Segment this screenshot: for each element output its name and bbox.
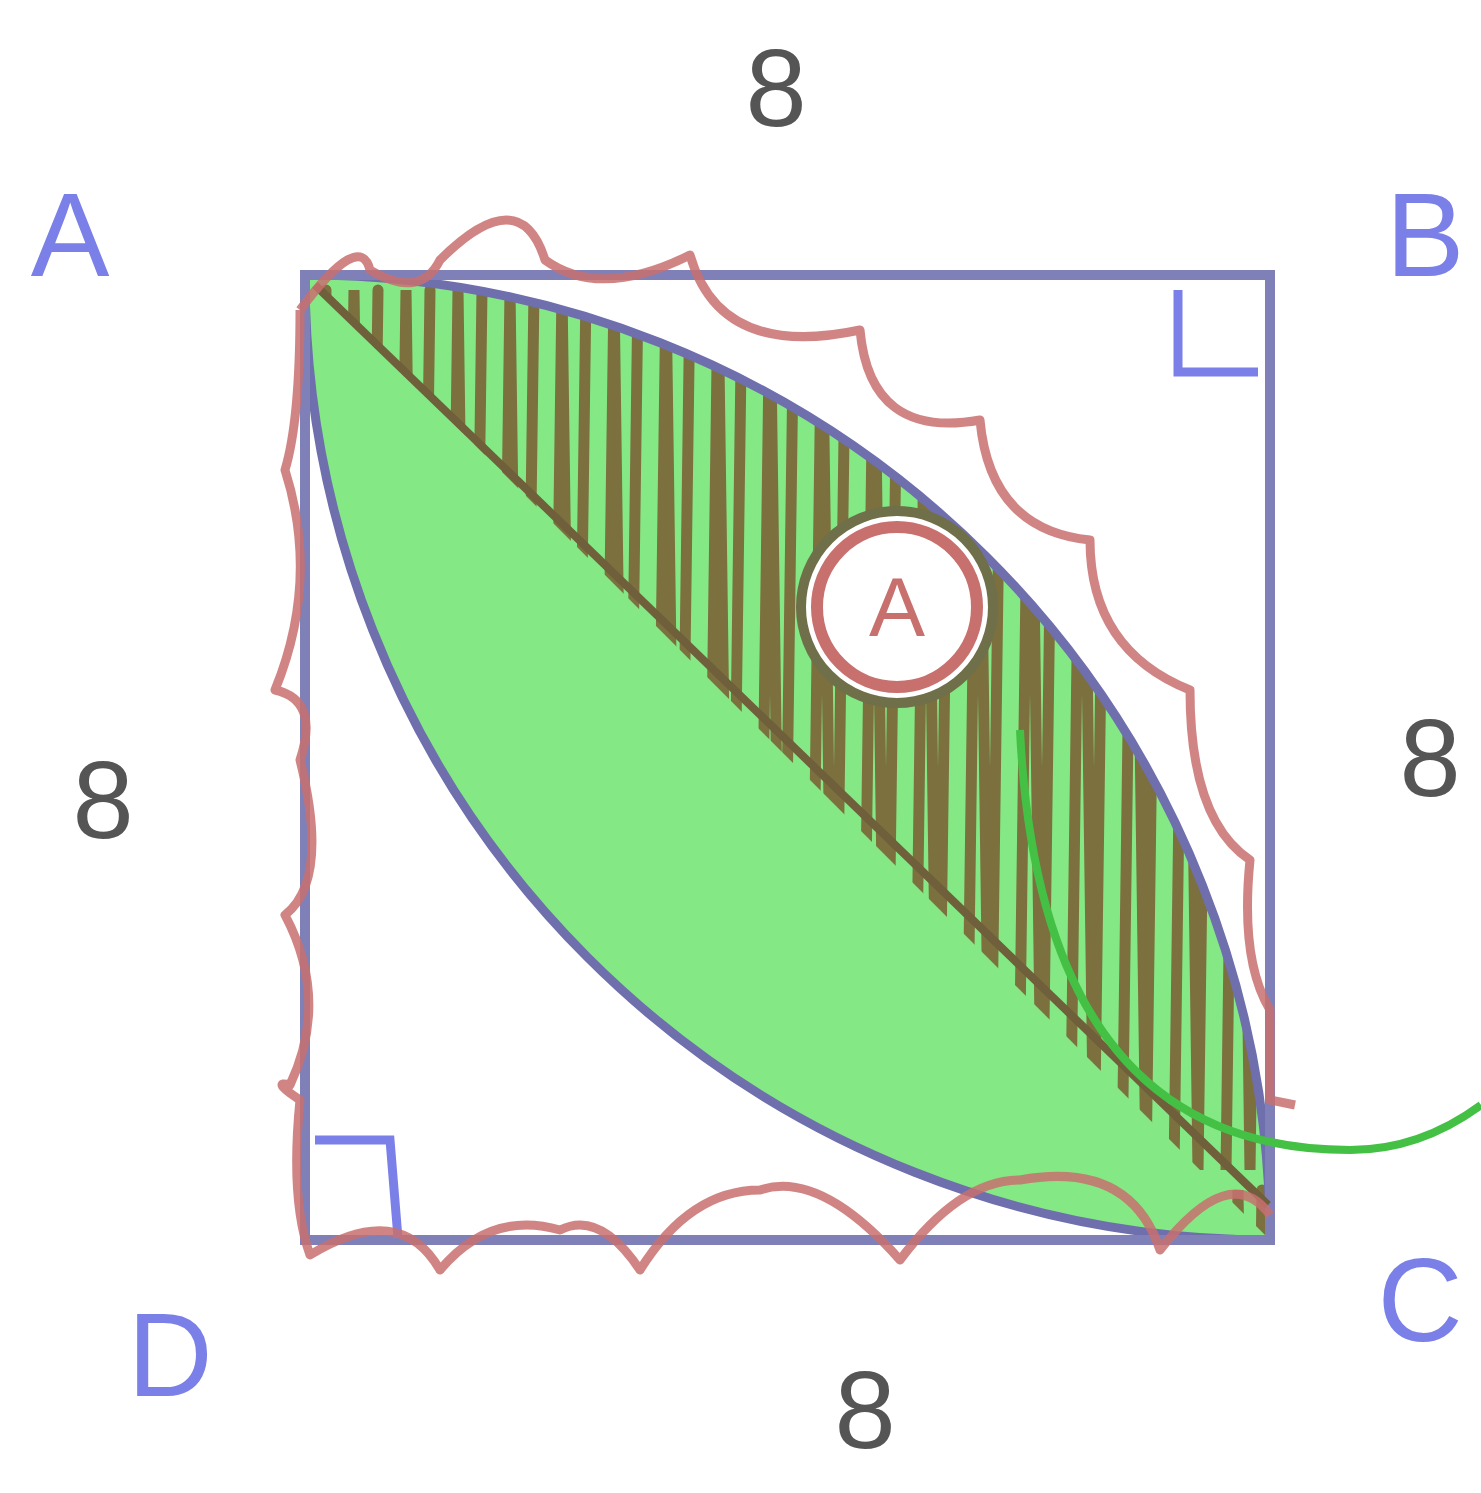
vertex-label: A: [31, 176, 110, 294]
red-wavy-outline: [275, 220, 1295, 1270]
node-text: A: [869, 565, 925, 649]
side-mark: 8: [72, 745, 133, 855]
diagonal: [315, 285, 1268, 1205]
side-mark: 8: [1399, 703, 1460, 813]
vertex-label: C: [1377, 1241, 1462, 1359]
lens-arcs: [305, 275, 1270, 1240]
hatching: [300, 270, 1300, 1250]
vertex-label: B: [1386, 176, 1465, 294]
vertex-label: D: [127, 1296, 212, 1414]
right-angle-d: [315, 1140, 398, 1238]
side-mark: 8: [745, 33, 806, 143]
circled-label: A: [795, 505, 999, 709]
square: [305, 275, 1270, 1240]
side-mark: 8: [834, 1355, 895, 1465]
right-angle-b: [1178, 290, 1258, 372]
